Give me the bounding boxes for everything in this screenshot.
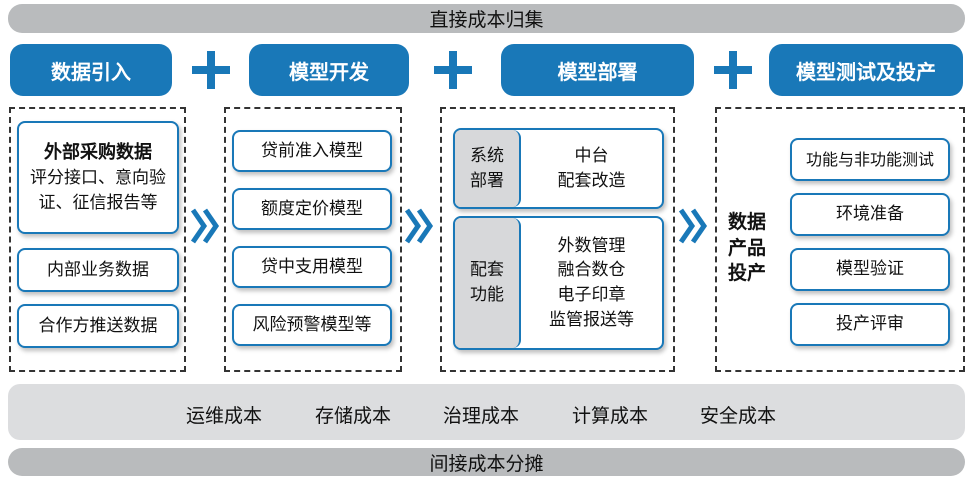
content-line: 融合数仓: [557, 260, 626, 281]
content-line: 监管报送等: [549, 309, 634, 330]
label-line: 产品: [728, 236, 767, 259]
tag-line: 配套: [470, 260, 504, 281]
tag-line: 部署: [470, 170, 504, 191]
indirect-cost-band: [8, 384, 965, 440]
chevron-right-icon: [678, 208, 708, 244]
header-data-import: 数据引入: [10, 44, 172, 96]
system-deployment-box: 系统 部署 中台 配套改造: [453, 128, 664, 209]
testing-item: 环境准备: [790, 193, 950, 236]
model-item: 贷前准入模型: [232, 130, 392, 172]
chevron-right-icon: [404, 208, 434, 244]
external-data-line1: 评分接口、意向验: [30, 167, 166, 188]
system-deployment-tag: 系统 部署: [455, 130, 521, 207]
tag-line: 功能: [470, 285, 504, 305]
model-item: 额度定价模型: [232, 188, 392, 230]
tag-line: 系统: [470, 145, 504, 166]
label-line: 投产: [728, 262, 767, 285]
system-deployment-content: 中台 配套改造: [521, 130, 662, 207]
indirect-cost-bar: 间接成本分摊: [8, 448, 965, 476]
supporting-functions-tag: 配套 功能: [455, 218, 521, 348]
model-deployment-group: [440, 107, 675, 372]
internal-data-box: 内部业务数据: [17, 248, 179, 292]
testing-item: 模型验证: [790, 248, 950, 291]
testing-item: 投产评审: [790, 303, 950, 346]
cost-item: 存储成本: [315, 405, 392, 427]
data-product-launch-label: 数据 产品 投产: [728, 210, 766, 287]
external-data-title: 外部采购数据: [44, 141, 152, 163]
plus-icon: [189, 48, 233, 92]
cost-item: 安全成本: [700, 405, 777, 427]
plus-icon: [431, 48, 475, 92]
supporting-functions-content: 外数管理 融合数仓 电子印章 监管报送等: [521, 218, 662, 348]
model-item: 贷中支用模型: [232, 246, 392, 288]
content-line: 外数管理: [557, 235, 626, 256]
chevron-right-icon: [190, 208, 220, 244]
testing-item: 功能与非功能测试: [790, 138, 950, 181]
data-import-group: [9, 107, 186, 372]
content-line: 中台: [574, 145, 609, 166]
cost-item: 治理成本: [443, 405, 520, 427]
content-line: 配套改造: [557, 170, 626, 191]
external-data-line2: 证、征信报告等: [38, 192, 158, 213]
cost-item: 计算成本: [572, 405, 649, 427]
partner-data-box: 合作方推送数据: [17, 304, 179, 348]
external-data-box: 外部采购数据 评分接口、意向验 证、征信报告等: [17, 121, 179, 234]
testing-launch-group: [715, 107, 965, 372]
cost-item: 运维成本: [186, 405, 263, 427]
content-line: 电子印章: [557, 285, 626, 305]
supporting-functions-box: 配套 功能 外数管理 融合数仓 电子印章 监管报送等: [453, 216, 664, 350]
direct-cost-bar: 直接成本归集: [8, 4, 965, 33]
header-model-deployment: 模型部署: [501, 44, 694, 96]
model-development-group: [224, 107, 402, 372]
plus-icon: [711, 48, 755, 92]
model-item: 风险预警模型等: [232, 304, 392, 346]
header-model-development: 模型开发: [249, 44, 409, 96]
label-line: 数据: [728, 211, 767, 233]
header-model-testing-launch: 模型测试及投产: [769, 44, 963, 96]
